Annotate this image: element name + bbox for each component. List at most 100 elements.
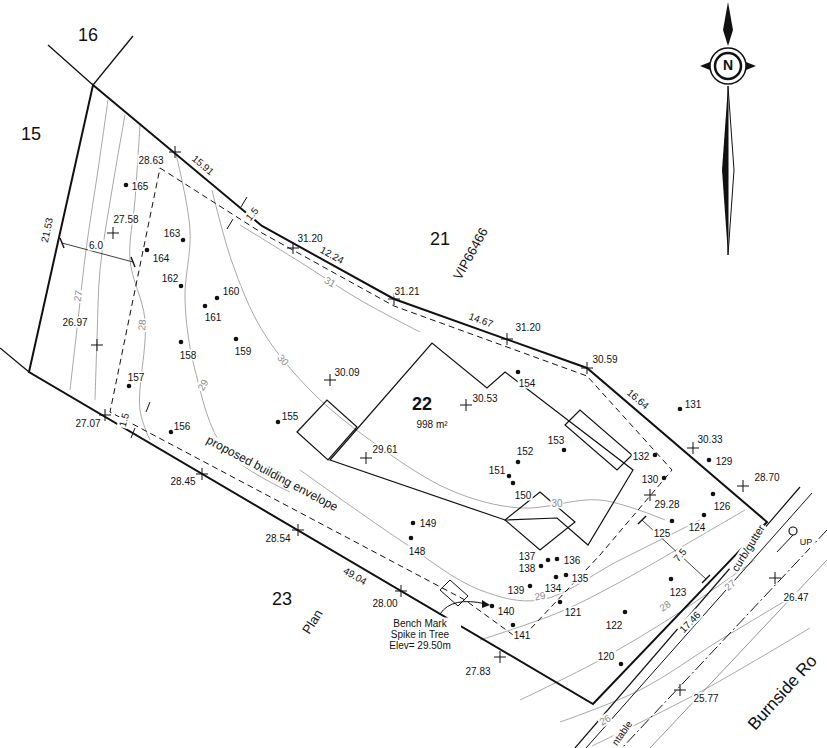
survey-point — [707, 458, 712, 463]
survey-point — [511, 623, 516, 628]
road-centreline — [622, 530, 827, 748]
contour-label: 26 — [597, 712, 614, 728]
lot-line — [48, 45, 93, 85]
survey-point — [179, 284, 184, 289]
building-envelope — [110, 168, 672, 640]
lot-number: 16 — [77, 26, 99, 46]
contour-line — [70, 100, 108, 390]
elevation: 27.58 — [112, 214, 139, 225]
dimension-line — [642, 520, 706, 579]
point-number: 124 — [688, 522, 707, 533]
survey-point — [546, 558, 551, 563]
point-number: 162 — [161, 273, 180, 284]
north-needle — [723, 2, 733, 46]
dimension: 15.91 — [189, 152, 217, 178]
elevation-cross — [105, 409, 106, 421]
survey-point — [409, 536, 414, 541]
porch-outline — [565, 410, 632, 470]
point-number: 161 — [204, 312, 223, 323]
north-ring — [710, 48, 746, 84]
dimension-tick — [638, 516, 646, 524]
point-number: 163 — [163, 228, 182, 239]
dimension: 6.0 — [88, 240, 104, 251]
point-number: 120 — [597, 651, 616, 662]
point-number: 126 — [713, 501, 732, 512]
contour-line — [240, 225, 420, 332]
contour-label: 30 — [275, 351, 292, 368]
survey-point — [554, 575, 559, 580]
survey-point — [411, 521, 416, 526]
point-number: 137 — [518, 551, 537, 562]
point-number: 149 — [419, 518, 438, 529]
contour-line — [300, 470, 700, 601]
survey-point — [516, 460, 521, 465]
north-letter: N — [722, 58, 734, 73]
point-number: 123 — [669, 587, 688, 598]
point-number: 160 — [222, 286, 241, 297]
point-number: 136 — [563, 555, 582, 566]
road-note: ntable — [609, 718, 635, 748]
elevation-cross — [466, 399, 467, 411]
point-number: 153 — [547, 435, 566, 446]
survey-point — [711, 492, 716, 497]
point-number: 159 — [234, 346, 253, 357]
bench-mark-note: Bench Mark Spike in Tree Elev= 29.50m — [379, 618, 461, 651]
north-tail — [722, 86, 728, 255]
dimension-arrow — [146, 402, 150, 412]
elevation: 26.97 — [61, 317, 88, 328]
elevation-cross — [743, 480, 744, 492]
dimension-tick — [131, 257, 135, 267]
plan-number: Plan — [300, 606, 327, 637]
elevation-cross — [366, 452, 367, 464]
dimension: 16.64 — [624, 386, 652, 412]
elevation-cross — [693, 442, 694, 454]
elevation: 28.70 — [753, 472, 780, 483]
point-number: 131 — [684, 399, 703, 410]
lot-boundary-line — [29, 85, 767, 704]
lot-number: 22 — [411, 395, 433, 415]
north-tail — [728, 86, 734, 255]
survey-point — [215, 296, 220, 301]
elevation-cross — [680, 684, 681, 696]
point-number: 135 — [571, 573, 590, 584]
survey-point — [653, 453, 658, 458]
lot-line — [0, 348, 29, 372]
survey-point — [528, 584, 533, 589]
compass-point — [700, 62, 710, 70]
point-number: 141 — [513, 630, 532, 641]
survey-point — [179, 340, 184, 345]
point-number: 155 — [281, 411, 300, 422]
point-number: 152 — [516, 446, 535, 457]
survey-point — [555, 557, 560, 562]
elevation: 31.20 — [296, 233, 323, 244]
utility-pole — [789, 527, 797, 535]
elevation-cross — [330, 374, 331, 386]
plan-number: VIP66466 — [450, 225, 491, 284]
survey-point — [203, 304, 208, 309]
lot-parcel: 22998 m² — [29, 85, 767, 704]
survey-point — [516, 370, 521, 375]
survey-point — [678, 407, 683, 412]
elevation: 30.53 — [471, 393, 498, 404]
dimension: 1.5 — [243, 204, 262, 223]
dimension: 7.5 — [671, 545, 690, 564]
point-number: 150 — [514, 490, 533, 501]
point-number: 154 — [518, 378, 537, 389]
elevation: 31.20 — [514, 322, 541, 333]
elevation-cross — [97, 339, 98, 351]
dimension-arrow — [227, 219, 233, 229]
survey-point — [234, 337, 239, 342]
contour-line — [95, 115, 125, 400]
point-number: 139 — [507, 585, 526, 596]
lot-number: 21 — [429, 230, 451, 250]
point-number: 151 — [488, 465, 507, 476]
pole-guy — [777, 535, 793, 552]
house-outline — [330, 343, 633, 545]
elevation: 27.83 — [464, 666, 491, 677]
contour-label: 30 — [550, 498, 563, 509]
survey-point — [623, 610, 628, 615]
leader-arrow — [482, 600, 490, 608]
elevation: 27.07 — [74, 418, 101, 429]
contour-line — [130, 125, 150, 440]
